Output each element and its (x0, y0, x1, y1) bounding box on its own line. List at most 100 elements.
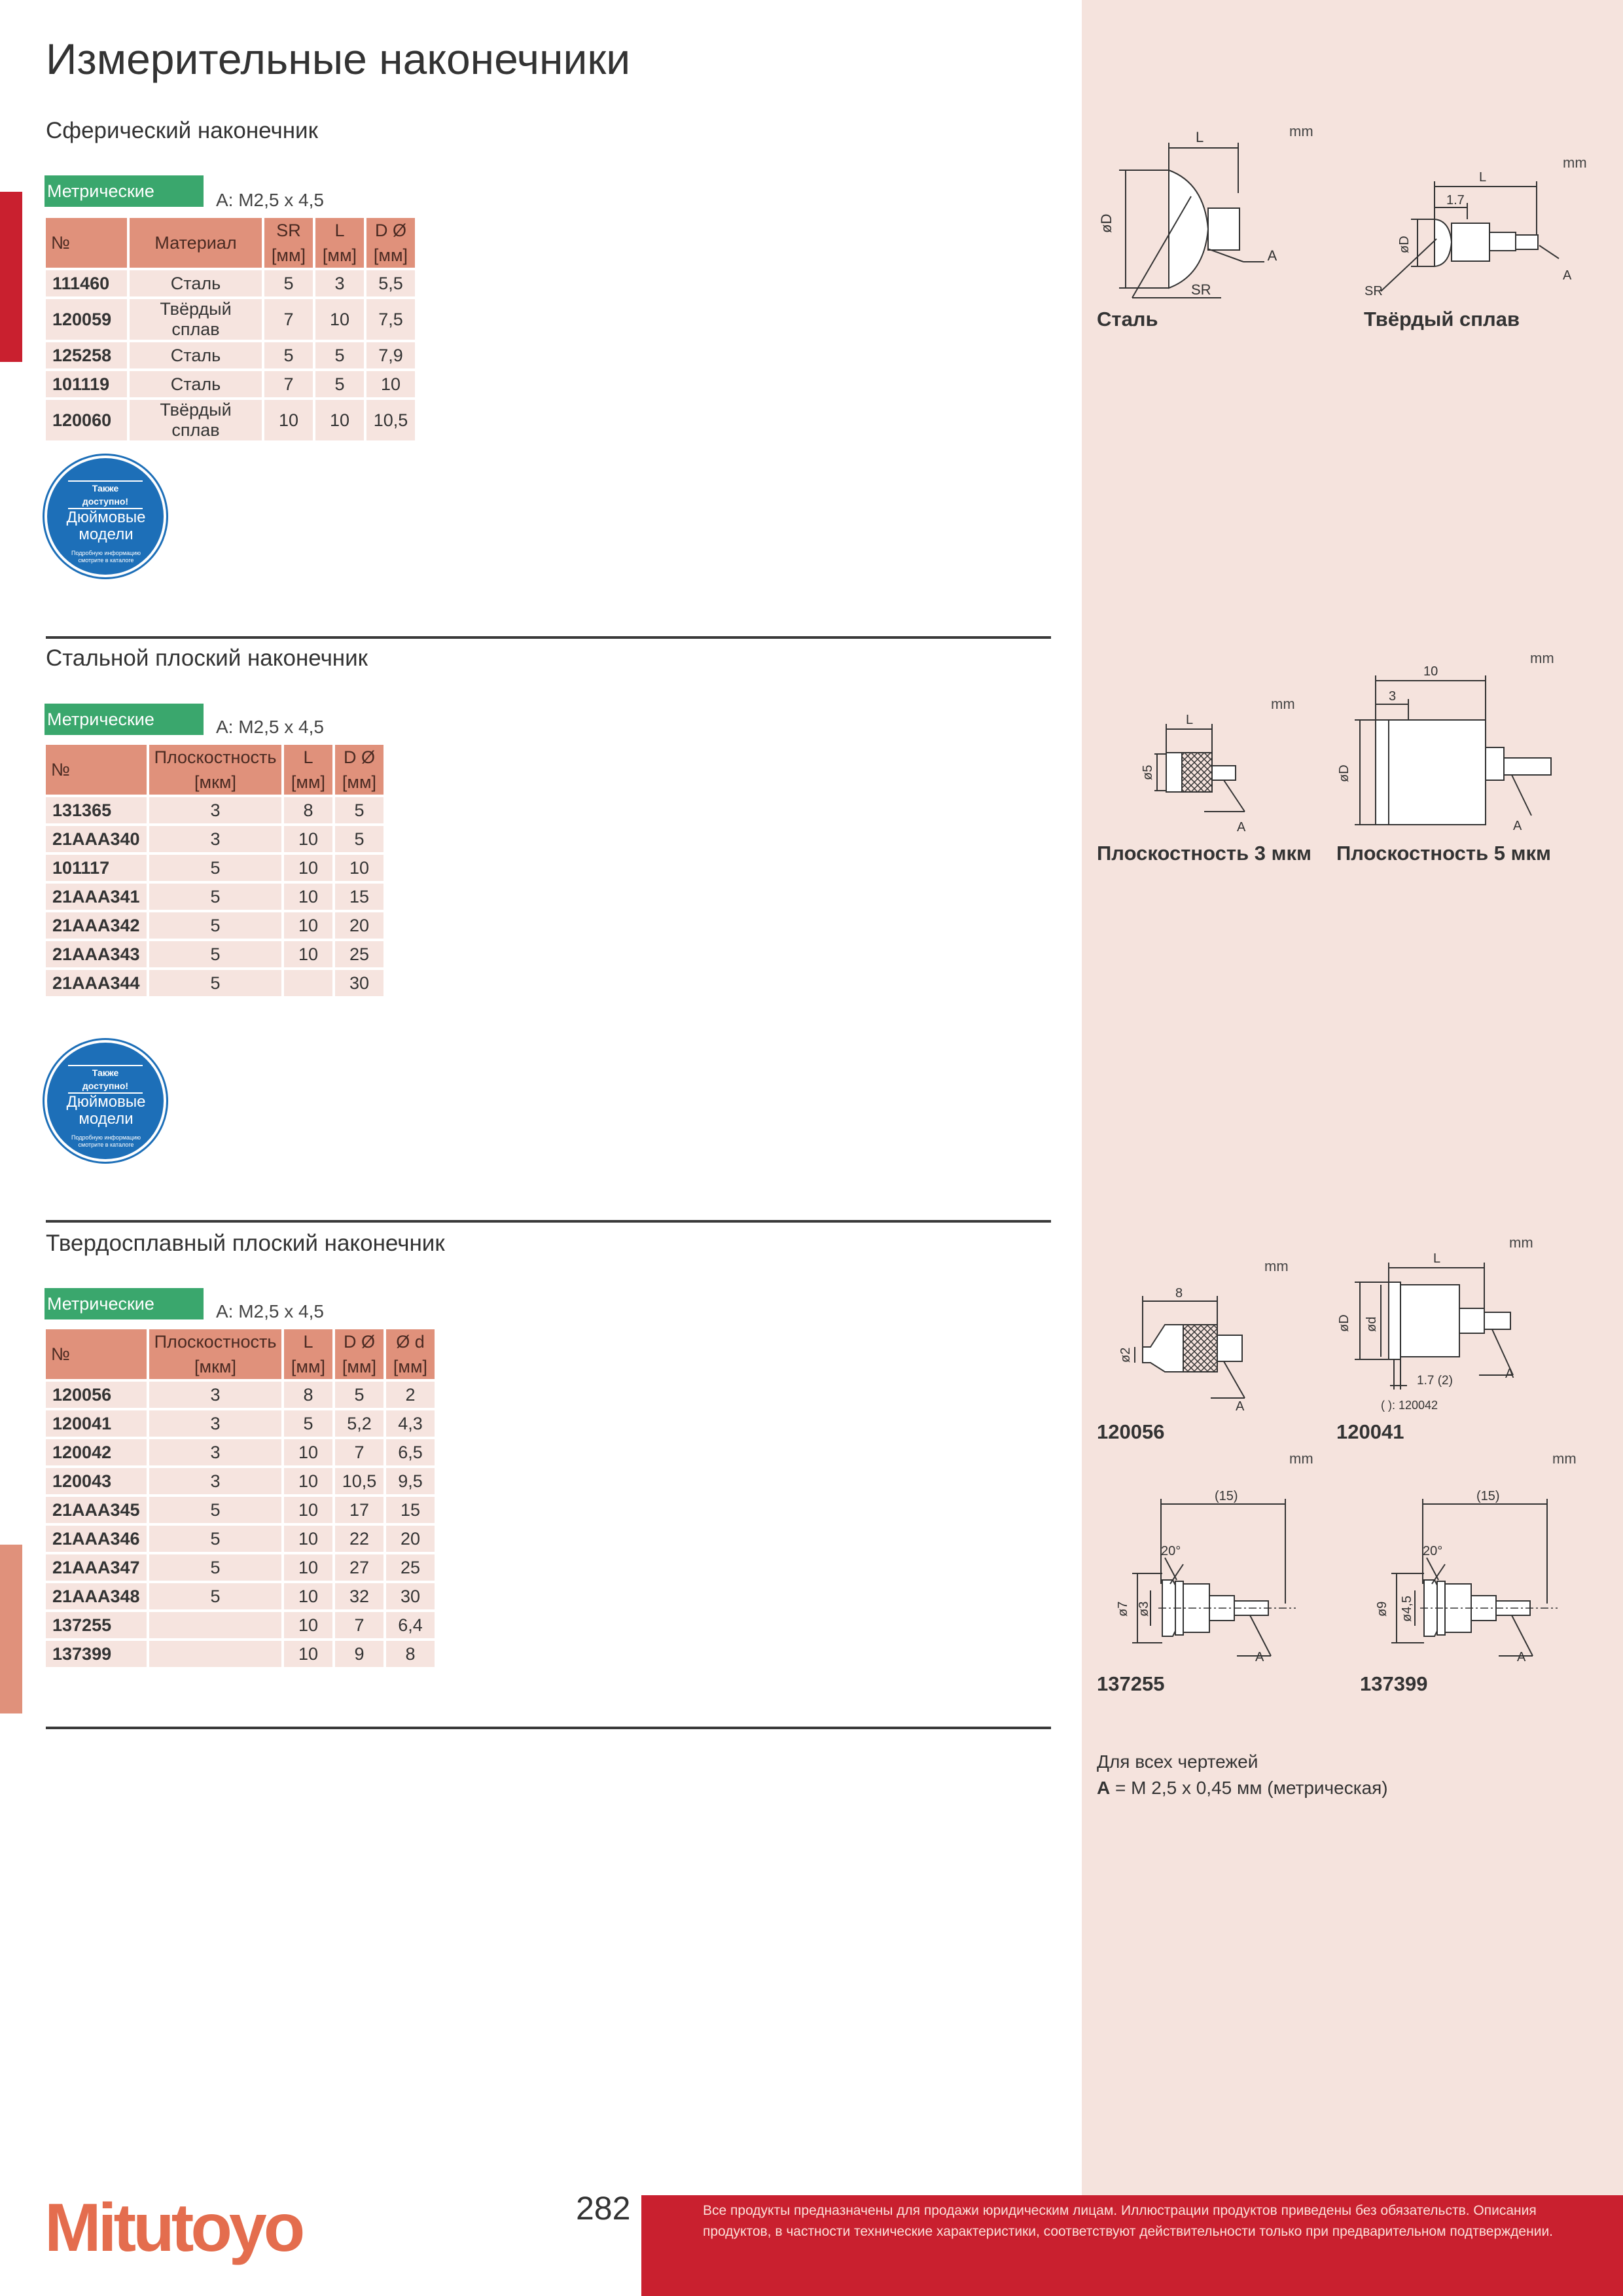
dim-label-sr: SR (1364, 284, 1383, 298)
table-cell: 6,5 (386, 1439, 435, 1465)
order-number-cell: 21AAA340 (46, 826, 147, 852)
table-cell: 20 (335, 912, 383, 939)
table-cell: 7 (335, 1612, 383, 1638)
dim-label-a: A (1505, 1367, 1514, 1381)
table-cell: 5 (149, 1526, 281, 1552)
table-cell: 7 (264, 299, 313, 340)
drawing-note-line1: Для всех чертежей (1097, 1751, 1258, 1772)
dim-label-d: øD (1098, 214, 1115, 233)
order-number-cell: 111460 (46, 270, 127, 296)
drawing-120056: 8 ø2 A (1118, 1286, 1245, 1414)
dim-label-d4-5: ø4,5 (1400, 1596, 1414, 1622)
section-title-steel-flat: Стальной плоский наконечник (46, 645, 368, 671)
dim-label-d-small: ød (1364, 1317, 1379, 1332)
mitutoyo-logo[interactable]: Mitutoyo (45, 2190, 305, 2266)
table-cell: 5 (315, 342, 364, 368)
drawing-spherical-steel: L øD SR A (1098, 129, 1277, 298)
dim-label-d: øD (1337, 764, 1351, 782)
table-cell: 3 (149, 1382, 281, 1408)
table-header-row: № Плоскостность[мкм] L[мм] D Ø[мм] Ø d[м… (46, 1329, 435, 1379)
table-cell: 5 (264, 270, 313, 296)
col-header-sr: SR[мм] (264, 218, 313, 268)
order-number-cell: 21AAA344 (46, 970, 147, 996)
page-number: 282 (576, 2190, 631, 2227)
table-cell: 30 (386, 1583, 435, 1609)
table-cell: 3 (149, 1468, 281, 1494)
table-cell: 30 (335, 970, 383, 996)
dim-label-3: 3 (1389, 689, 1396, 704)
table-cell: 5,2 (335, 1410, 383, 1437)
order-number-cell: 120060 (46, 400, 127, 440)
dim-label-8: 8 (1175, 1286, 1183, 1300)
table-cell: 10 (284, 1583, 332, 1609)
unit-label: mm (1509, 1234, 1533, 1251)
dim-label-l: L (1433, 1251, 1440, 1266)
dim-note-120042: ( ): 120042 (1381, 1399, 1438, 1412)
dim-label-a: A (1236, 1399, 1245, 1414)
col-header-flatness: Плоскостность[мкм] (149, 1329, 281, 1379)
dim-label-10: 10 (1423, 664, 1438, 679)
table-cell: 5 (264, 342, 313, 368)
metric-tag: Метрические (45, 175, 204, 207)
dim-label-15: (15) (1215, 1489, 1238, 1503)
dim-label-d9: ø9 (1375, 1602, 1389, 1617)
dim-label-15: (15) (1476, 1489, 1500, 1503)
col-header-d: D Ø[мм] (366, 218, 415, 268)
col-header-l: L[мм] (284, 1329, 332, 1379)
order-number-cell: 120042 (46, 1439, 147, 1465)
table-cell: 10 (335, 855, 383, 881)
table-cell (284, 970, 332, 996)
dim-label-1-7: 1.7 (1446, 193, 1465, 207)
table-cell: 6,4 (386, 1612, 435, 1638)
dim-label-l: L (1196, 129, 1204, 145)
dim-label-d7: ø7 (1116, 1602, 1130, 1617)
section-title-spherical: Сферический наконечник (46, 118, 318, 143)
dim-label-1-7-2: 1.7 (2) (1417, 1374, 1453, 1388)
col-header-number: № (46, 218, 127, 268)
drawing-caption: 137399 (1360, 1672, 1428, 1695)
drawing-spherical-carbide: L 1.7 øD SR A (1364, 170, 1572, 298)
dim-label-a: A (1563, 268, 1572, 283)
table-cell: 25 (335, 941, 383, 967)
spec-table-steel-flat: № Плоскостность[мкм] L[мм] D Ø[мм] 13136… (43, 742, 386, 999)
drawing-caption: 137255 (1097, 1672, 1165, 1695)
order-number-cell: 21AAA348 (46, 1583, 147, 1609)
table-cell: 10 (264, 400, 313, 440)
table-cell: 10 (284, 1641, 332, 1667)
table-cell: 5 (149, 855, 281, 881)
table-cell: 8 (284, 797, 332, 823)
section-title-carbide-flat: Твердосплавный плоский наконечник (46, 1230, 445, 1256)
table-cell: 5 (149, 941, 281, 967)
dim-label-a: A (1237, 820, 1246, 834)
order-number-cell: 21AAA341 (46, 884, 147, 910)
dim-label-a: A (1513, 819, 1522, 833)
unit-label: mm (1289, 123, 1313, 139)
col-header-d: D Ø[мм] (335, 745, 383, 795)
table-cell: 15 (386, 1497, 435, 1523)
table-cell: 10 (284, 826, 332, 852)
table-cell: 10 (284, 1612, 332, 1638)
table-cell: 10 (284, 855, 332, 881)
table-cell: 7 (264, 371, 313, 397)
order-number-cell: 137399 (46, 1641, 147, 1667)
table-cell: 5,5 (366, 270, 415, 296)
table-cell: 2 (386, 1382, 435, 1408)
table-cell: 20 (386, 1526, 435, 1552)
order-number-cell: 21AAA342 (46, 912, 147, 939)
table-cell: 10 (284, 1468, 332, 1494)
